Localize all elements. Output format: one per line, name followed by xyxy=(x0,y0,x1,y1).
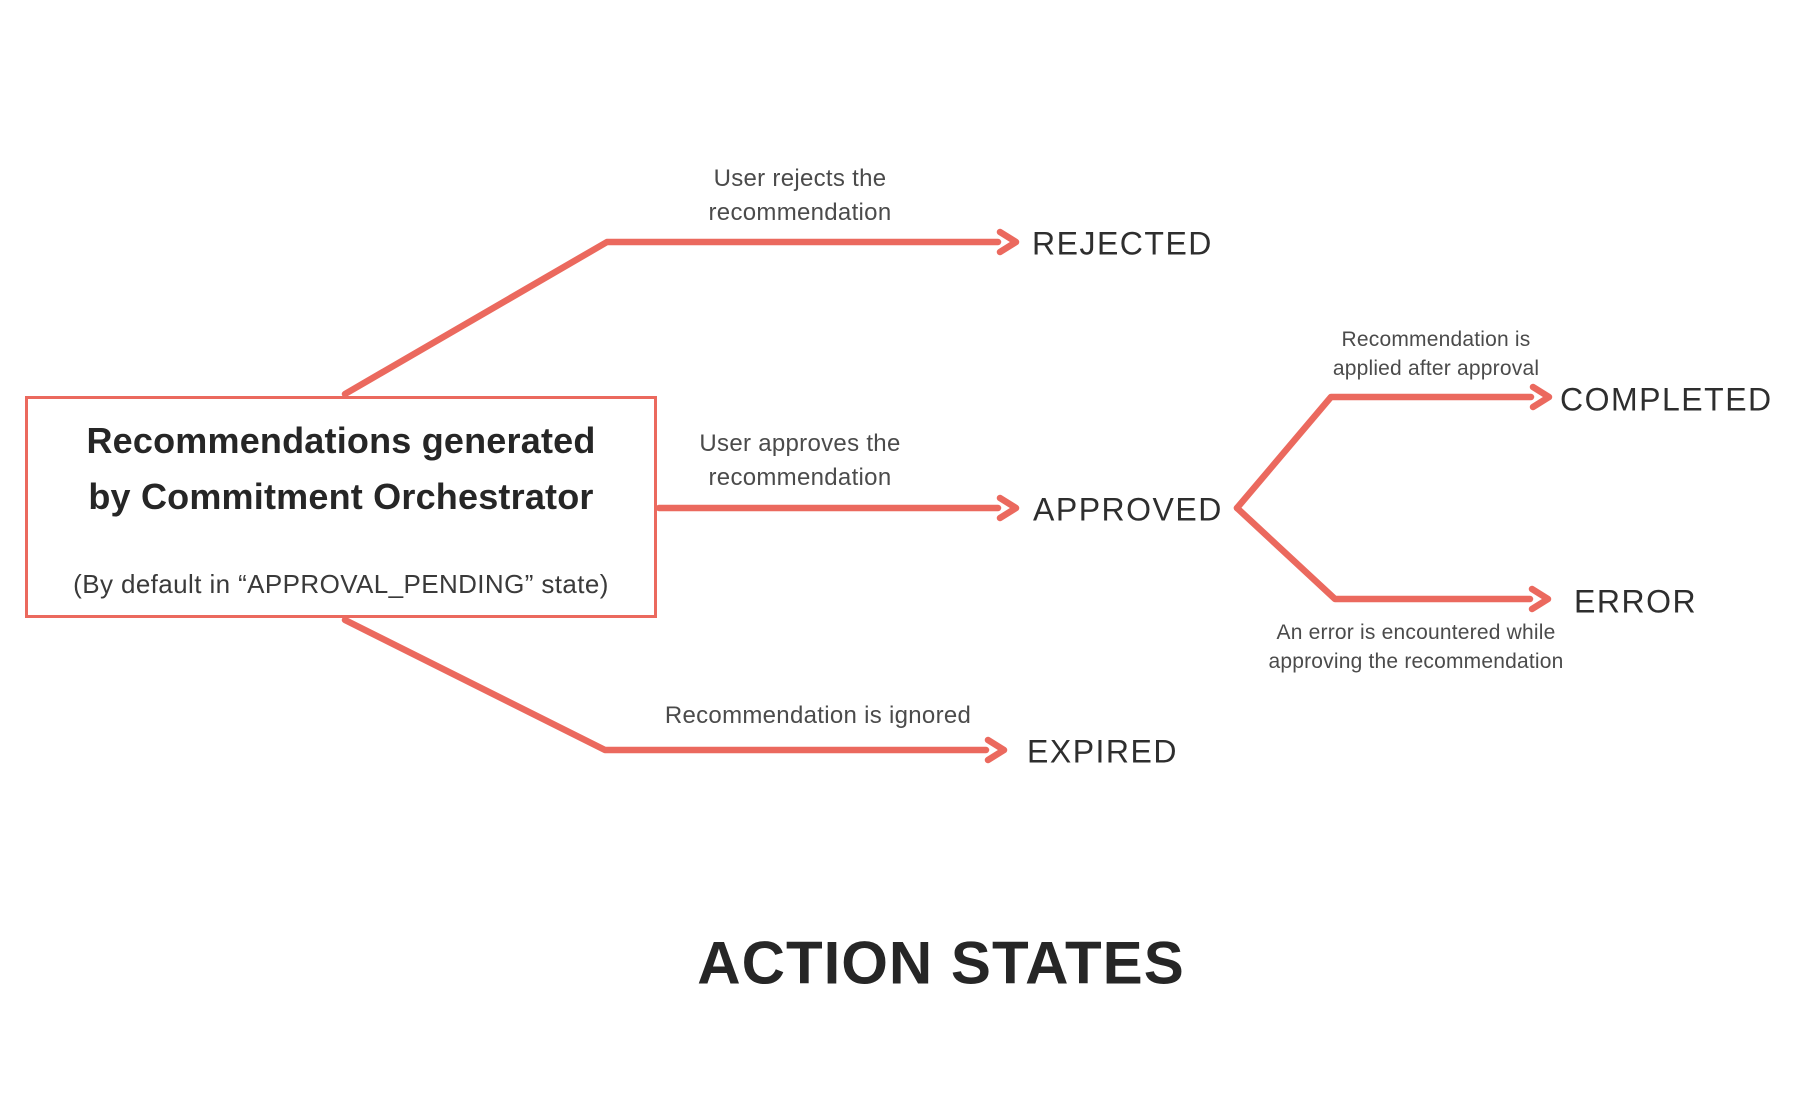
transition-label-rejected: User rejects the recommendation xyxy=(708,165,892,226)
state-error: ERROR xyxy=(1574,583,1698,620)
arrow-approved-to-completed xyxy=(1233,383,1553,512)
origin-box-subtitle: (By default in “APPROVAL_PENDING” state) xyxy=(73,569,609,599)
transition-label-completed: Recommendation is applied after approval xyxy=(1332,328,1540,380)
state-approved: APPROVED xyxy=(1033,491,1223,528)
transition-label-expired: Recommendation is ignored xyxy=(664,702,972,729)
transition-label-approved: User approves the recommendation xyxy=(699,430,901,491)
origin-box-title: Recommendations generated by Commitment … xyxy=(28,413,654,525)
diagram-title: ACTION STATES xyxy=(697,929,1185,997)
transition-label-error: An error is encountered while approving … xyxy=(1268,621,1564,673)
arrow-approved-to-error xyxy=(1233,504,1552,613)
origin-box-title-line1: Recommendations generated xyxy=(86,420,596,461)
state-rejected: REJECTED xyxy=(1032,225,1213,262)
arrow-pending-to-expired xyxy=(341,616,1008,764)
origin-state-box: Recommendations generated by Commitment … xyxy=(25,396,657,618)
state-completed: COMPLETED xyxy=(1560,381,1773,418)
arrow-pending-to-rejected xyxy=(341,228,1020,398)
origin-box-title-line2: by Commitment Orchestrator xyxy=(88,476,594,517)
state-expired: EXPIRED xyxy=(1027,733,1178,770)
